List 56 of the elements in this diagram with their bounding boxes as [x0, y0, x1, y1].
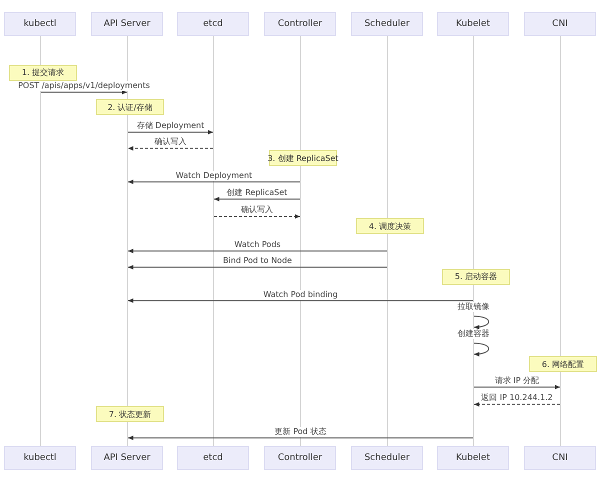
self-message-arrow: [474, 342, 490, 356]
message-label: 确认写入: [239, 205, 275, 216]
message-label: 创建容器: [456, 329, 492, 340]
note-box: 5. 启动容器: [442, 268, 510, 285]
participant-box: kubectl: [4, 446, 76, 470]
message-label: Watch Pods: [232, 240, 283, 250]
lifeline: [560, 36, 561, 446]
lifeline: [300, 36, 301, 446]
participant-box: CNI: [524, 446, 596, 470]
participant-box: kubectl: [4, 12, 76, 36]
message-label: POST /apis/apps/v1/deployments: [16, 81, 152, 92]
participant-box: Kubelet: [437, 12, 509, 36]
participant-box: API Server: [91, 12, 163, 36]
note-box: 2. 认证/存储: [96, 99, 164, 116]
message-label: 拉取镜像: [456, 302, 492, 312]
message-arrow: [128, 248, 388, 254]
participant-box: Controller: [264, 446, 336, 470]
participant-box: CNI: [524, 12, 596, 36]
message-label: 请求 IP 分配: [492, 376, 542, 386]
participant-box: Kubelet: [437, 446, 509, 470]
message-arrow: [128, 298, 474, 303]
message-label: 返回 IP 10.244.1.2: [479, 393, 555, 404]
message-arrow: [128, 264, 388, 270]
message-label: Bind Pod to Node: [221, 256, 294, 266]
note-box: 1. 提交请求: [9, 64, 77, 81]
participant-box: Controller: [264, 12, 336, 36]
lifeline: [387, 36, 388, 446]
participant-box: Scheduler: [351, 12, 423, 36]
message-label: 存储 Deployment: [134, 121, 206, 132]
message-arrow: [128, 180, 300, 184]
message-label: 创建 ReplicaSet: [224, 188, 290, 198]
participant-box: etcd: [177, 446, 249, 470]
lifeline: [40, 36, 41, 446]
message-arrow: [474, 384, 560, 390]
participant-box: Scheduler: [351, 446, 423, 470]
message-arrow: [40, 90, 128, 94]
note-box: 7. 状态更新: [96, 406, 164, 422]
note-box: 3. 创建 ReplicaSet: [269, 150, 337, 166]
message-label: 更新 Pod 状态: [272, 426, 328, 437]
self-message-arrow: [474, 316, 490, 330]
message-label: Watch Pod binding: [261, 290, 340, 300]
message-arrow: [214, 196, 300, 202]
message-arrow: [128, 130, 214, 134]
lifeline: [473, 36, 474, 446]
message-label: Watch Deployment: [174, 170, 254, 181]
message-arrow: [214, 214, 300, 219]
participant-box: etcd: [177, 12, 249, 36]
message-arrow: [128, 436, 474, 440]
message-arrow: [128, 146, 214, 151]
lifeline: [213, 36, 214, 446]
message-label: 确认写入: [152, 137, 188, 148]
participant-box: API Server: [91, 446, 163, 470]
lifeline: [127, 36, 128, 446]
note-box: 4. 调度决策: [356, 218, 424, 234]
note-box: 6. 网络配置: [529, 356, 597, 372]
message-arrow: [474, 402, 560, 407]
